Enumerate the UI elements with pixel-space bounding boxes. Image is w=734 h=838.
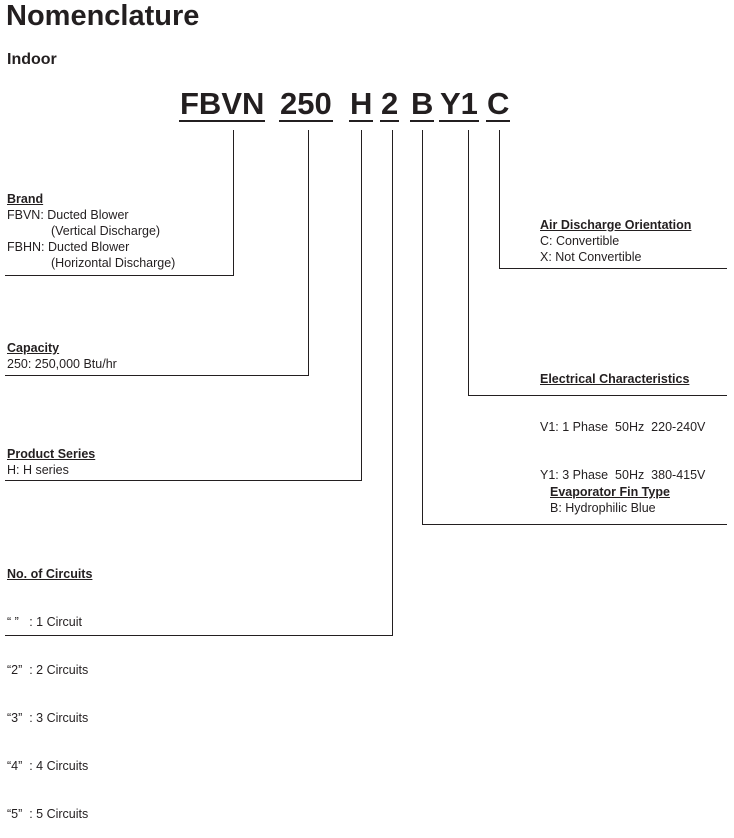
connector-line [5, 635, 393, 637]
circuits-line: “5” : 5 Circuits [7, 807, 89, 821]
connector-line [233, 130, 235, 276]
code-circuits: 2 [380, 86, 400, 122]
capacity-block: Capacity 250: 250,000 Btu/hr [7, 340, 117, 372]
electrical-heading: Electrical Characteristics [540, 372, 690, 386]
code-discharge: C [486, 86, 511, 122]
circuits-block: No. of Circuits “ ” : 1 Circuit “2” : 2 … [7, 534, 92, 838]
code-series: H [349, 86, 374, 122]
brand-line: (Vertical Discharge) [51, 224, 161, 238]
connector-line [422, 524, 727, 526]
brand-heading: Brand [7, 192, 44, 206]
electrical-block: Electrical Characteristics V1: 1 Phase 5… [540, 339, 705, 499]
brand-line: FBHN: Ducted Blower [7, 240, 130, 254]
series-heading: Product Series [7, 447, 96, 461]
circuits-line: “2” : 2 Circuits [7, 663, 89, 677]
series-line: H: H series [7, 463, 69, 477]
connector-line [392, 130, 394, 636]
connector-line [468, 130, 470, 396]
code-fin: B [410, 86, 435, 122]
connector-line [499, 268, 727, 270]
electrical-line: Y1: 3 Phase 50Hz 380-415V [540, 468, 706, 482]
series-block: Product Series H: H series [7, 446, 95, 478]
discharge-line: X: Not Convertible [540, 250, 642, 264]
fin-line: B: Hydrophilic Blue [550, 501, 656, 515]
code-brand: FBVN [179, 86, 266, 122]
connector-line [422, 130, 424, 525]
circuits-line: “ ” : 1 Circuit [7, 615, 83, 629]
capacity-heading: Capacity [7, 341, 60, 355]
circuits-line: “3” : 3 Circuits [7, 711, 89, 725]
connector-line [361, 130, 363, 481]
capacity-line: 250: 250,000 Btu/hr [7, 357, 117, 371]
page-title: Nomenclature [6, 0, 200, 32]
electrical-line: V1: 1 Phase 50Hz 220-240V [540, 420, 706, 434]
circuits-line: “4” : 4 Circuits [7, 759, 89, 773]
connector-line [499, 130, 501, 269]
connector-line [308, 130, 310, 376]
fin-block: Evaporator Fin Type B: Hydrophilic Blue [550, 484, 670, 516]
code-electrical: Y1 [439, 86, 479, 122]
discharge-line: C: Convertible [540, 234, 620, 248]
brand-line: FBVN: Ducted Blower [7, 208, 129, 222]
circuits-heading: No. of Circuits [7, 567, 93, 581]
brand-line: (Horizontal Discharge) [51, 256, 176, 270]
section-subtitle: Indoor [7, 51, 57, 68]
discharge-heading: Air Discharge Orientation [540, 218, 692, 232]
connector-line [5, 275, 234, 277]
brand-block: Brand FBVN: Ducted Blower (Vertical Disc… [7, 191, 175, 271]
connector-line [5, 480, 362, 482]
connector-line [5, 375, 309, 377]
connector-line [468, 395, 727, 397]
code-capacity: 250 [279, 86, 333, 122]
fin-heading: Evaporator Fin Type [550, 485, 670, 499]
discharge-block: Air Discharge Orientation C: Convertible… [540, 217, 691, 265]
